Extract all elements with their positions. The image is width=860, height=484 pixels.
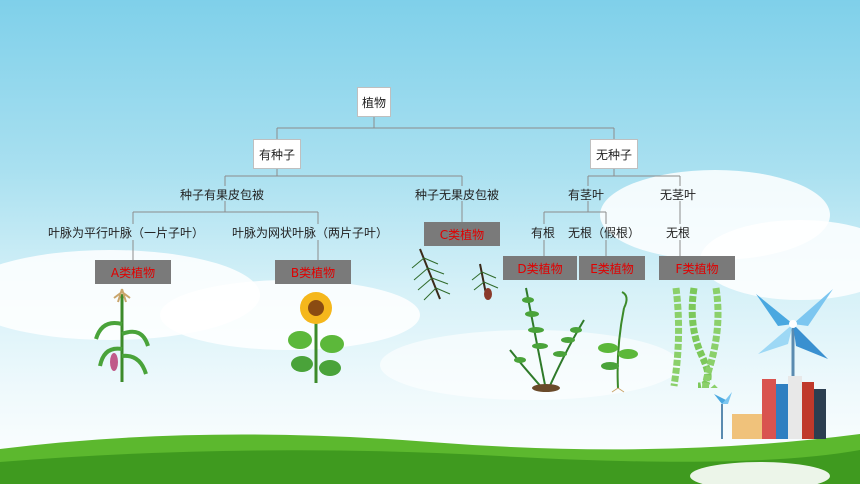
no-stem-leaf-label: 无茎叶 [660, 188, 697, 202]
category-f-box: F类植物 [659, 256, 735, 280]
category-e-box: E类植物 [579, 256, 645, 280]
net-vein-label: 叶脉为网状叶脉（两片子叶） [232, 226, 389, 240]
pine-branch-icon [411, 248, 499, 301]
books-icon [714, 376, 826, 439]
category-a-box: A类植物 [95, 260, 171, 284]
category-d-box: D类植物 [503, 256, 577, 280]
no-root-false-label: 无根（假根） [568, 226, 641, 240]
with-seed-node: 有种子 [253, 139, 301, 169]
no-root-label: 无根 [666, 226, 691, 240]
sunflower-plant-icon [288, 292, 344, 383]
moss-plant-icon [598, 291, 638, 393]
fern-plant-icon [509, 287, 585, 392]
grass-hill [0, 434, 860, 484]
cloud [380, 330, 680, 400]
category-c-box: C类植物 [424, 222, 500, 246]
without-seed-node: 无种子 [590, 139, 638, 169]
algae-plant-icon [670, 287, 722, 388]
seed-covered-label: 种子有果皮包被 [180, 188, 265, 202]
parallel-vein-label: 叶脉为平行叶脉（一片子叶） [48, 226, 205, 240]
has-root-label: 有根 [531, 226, 556, 240]
has-stem-leaf-label: 有茎叶 [568, 188, 605, 202]
pinwheel-icon [756, 289, 833, 402]
root-node: 植物 [357, 87, 391, 117]
seed-uncovered-label: 种子无果皮包被 [415, 188, 500, 202]
corn-plant-icon [94, 288, 150, 382]
category-b-box: B类植物 [275, 260, 351, 284]
